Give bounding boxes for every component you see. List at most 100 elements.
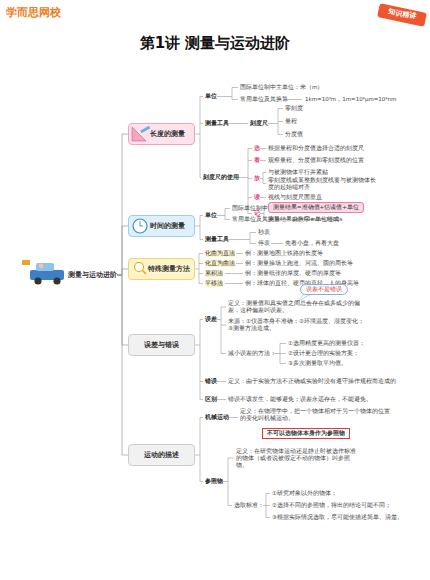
step-key: 选 — [254, 145, 260, 152]
branch-box: 运动的描述 — [128, 444, 195, 466]
note-text: 常用单位及其换算 — [240, 96, 288, 103]
branch-connector — [117, 275, 128, 345]
step-key: 读 — [254, 194, 260, 201]
step-key: 记 — [254, 210, 260, 217]
handle — [143, 271, 147, 275]
note-text: 选取标准： — [234, 502, 264, 509]
step-key: 看 — [254, 157, 260, 164]
branch-key: 刻度尺的使用 — [203, 174, 239, 181]
note-text: ③多次测量取平均值。 — [288, 360, 347, 367]
triangle-ruler — [132, 127, 146, 141]
note-text: ③根据实际情况选取，尽可能使描述简单、清楚。 — [272, 514, 403, 521]
note-text: 例：测量地图上铁路的长度等 — [245, 250, 323, 257]
root-topic: 测量与运动进阶 — [68, 271, 117, 279]
note-text: 秒表 — [258, 229, 270, 236]
branch-key: 参照物 — [205, 478, 223, 485]
node-text: 运动的描述 — [144, 451, 179, 460]
note-text: ②设计更合理的实验方案； — [288, 350, 359, 357]
note-text: 视线与刻度尺面垂直 — [268, 194, 322, 201]
node-text: 长度的测量 — [150, 130, 185, 139]
note-text: 1h=60min=3600s — [292, 216, 342, 223]
clock-hands — [140, 221, 143, 226]
formula-box: 测量结果=准确值+估读值+单位 — [268, 202, 364, 213]
note-text: 定义：在物理学中，把一个物体相对于另一个物体的位置的变化叫机械运动。 — [240, 408, 390, 422]
node-text: 时间的测量 — [150, 222, 185, 231]
branch-key: 刻度尺 — [250, 120, 268, 127]
branch-box: 时间的测量 — [128, 215, 195, 237]
branch-connector — [117, 275, 128, 455]
note-text: 定义：在研究物体运动还是静止时被选作标准的物体（或者说被假定不动的物体）叫参照物… — [236, 448, 356, 469]
logo-text: 学而思网校 — [6, 6, 61, 20]
clock-icon — [133, 219, 147, 233]
branch-box: 长度的测量 — [128, 123, 195, 145]
method-chip: 化曲为直法 — [205, 250, 235, 257]
page-title: 第1讲 测量与运动进阶 — [0, 34, 430, 53]
note-text: 零刻度线或某整数刻度线要与被测物体长度的起始端对齐 — [268, 177, 380, 191]
note-text: 减小误差的方法： — [228, 350, 276, 357]
branch-key: 误差 — [205, 316, 217, 323]
note-text: 观察量程、分度值和零刻度线的位置 — [268, 157, 364, 164]
ruler-icon — [132, 126, 150, 141]
badge-text: 知识精讲 — [380, 6, 425, 24]
note-text: 停表 — [258, 240, 270, 247]
note-text: 与被测物体平行并紧贴 — [268, 169, 328, 176]
note-text: 例：测量操场上跑道、河流、圆的周长等 — [245, 260, 353, 267]
method-chip: 累积法 — [205, 270, 223, 277]
branch-connector — [117, 269, 128, 275]
ruler-bar — [140, 126, 150, 134]
branch-connector — [117, 134, 128, 275]
method-chip: 化直为曲法 — [205, 260, 235, 267]
node-text: 不可以选物体本身作为参照物 — [267, 430, 345, 437]
node-text: 测量与运动进阶 — [68, 271, 117, 279]
magnifier-icon — [135, 263, 147, 275]
note-text: 国际单位制中主单位：米（m） — [240, 84, 323, 91]
node-text: 特殊测量方法 — [148, 265, 190, 273]
car-wheel — [53, 277, 60, 284]
branch-key: 测量工具 — [205, 120, 229, 127]
note-text: 零刻度 — [285, 105, 303, 112]
car-body — [30, 270, 64, 280]
speech-bubble: 误差不是错误 — [300, 284, 348, 295]
warning-box: 不可以选物体本身作为参照物 — [262, 428, 350, 439]
branch-key: 错误 — [205, 378, 217, 385]
car-flag — [22, 260, 30, 265]
note-text: 定义：由于实验方法不正确或实验时没有遵守操作规程而造成的 — [228, 378, 418, 385]
branch-key: 区别 — [205, 396, 217, 403]
note-text: 错误不该发生，能够避免；误差永远存在，不能避免。 — [228, 396, 418, 403]
note-text: 定义：测量值和真实值之间总会存在或多或少的偏差，这种偏差叫误差。 — [228, 300, 368, 314]
branch-box: 特殊测量方法 — [128, 258, 195, 280]
note-text: 常用单位及其换算 — [232, 216, 280, 223]
driver-head — [39, 264, 44, 269]
note-text: 1km=10³m，1m=10⁶μm=10⁹nm — [305, 96, 396, 103]
step-key: 放 — [254, 175, 260, 182]
branch-key: 测量工具 — [205, 236, 229, 243]
note-text: ①研究对象以外的物体； — [272, 490, 337, 497]
branch-key: 单位 — [205, 93, 217, 100]
note-text: 先看小盘，再看大盘 — [285, 240, 339, 247]
badge-sticker — [377, 3, 427, 27]
branch-key: 单位 — [205, 212, 217, 219]
note-text: 量程 — [285, 118, 297, 125]
note-text: 分度值 — [285, 131, 303, 138]
car-illustration — [22, 260, 64, 285]
method-chip: 平移法 — [205, 280, 223, 287]
branch-key: 机械运动 — [205, 414, 229, 421]
branch-box: 误差与错误 — [128, 334, 195, 356]
note-text: ①选用精度更高的测量仪器； — [288, 340, 365, 347]
note-text: ②选择不同的参照物，得出的结论可能不同； — [272, 502, 391, 509]
lens — [135, 263, 144, 272]
node-text: 误差与错误 — [144, 341, 179, 350]
car-cabin — [36, 263, 54, 271]
note-text: 例：测量纸张的厚度、硬币的厚度等 — [245, 270, 341, 277]
car-wheel — [34, 277, 41, 284]
note-text: 根据量程和分度值选择合适的刻度尺 — [268, 145, 364, 152]
branch-connector — [117, 226, 128, 275]
note-text: 来源：①仪器本身不准确；②环境温度、湿度变化；③测量方法造成。 — [228, 318, 368, 332]
node-text: 误差不是错误 — [306, 286, 342, 293]
node-text: 测量结果=准确值+估读值+单位 — [273, 204, 359, 211]
